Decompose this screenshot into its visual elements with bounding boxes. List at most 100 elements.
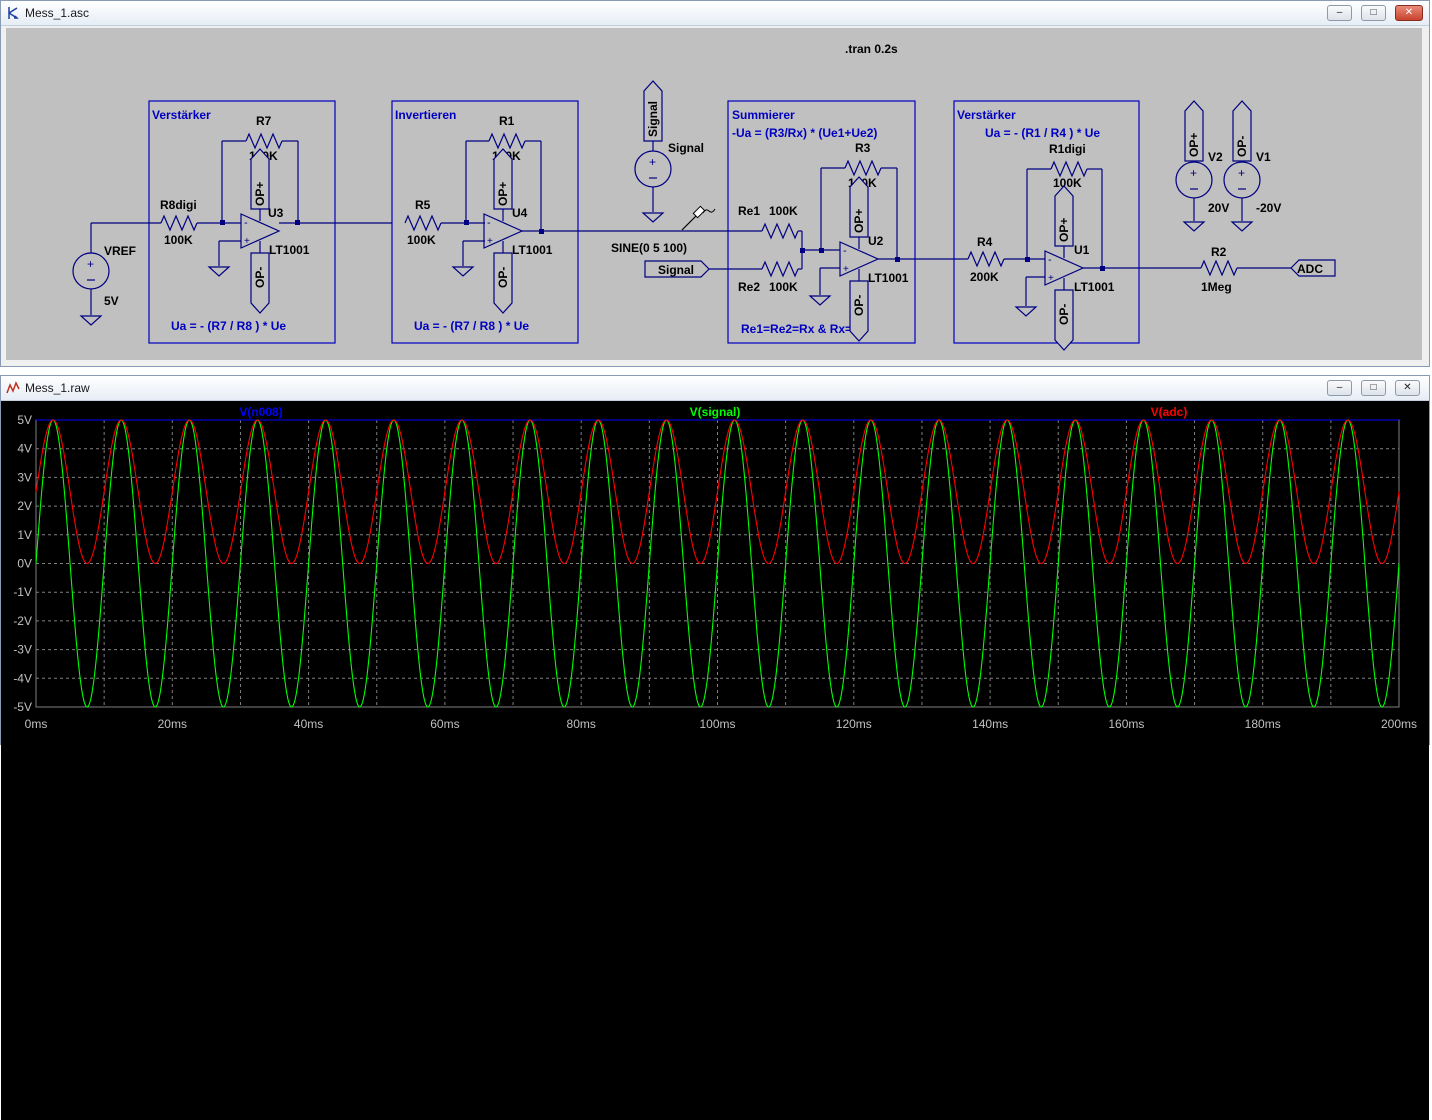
re1-value: 100K (769, 204, 798, 218)
op-minus-label: OP- (1057, 304, 1071, 325)
ground-symbol (208, 266, 230, 277)
block-verstaerker-2 (953, 100, 1140, 344)
ground-symbol (809, 295, 831, 306)
v2-flag-label: OP+ (1187, 133, 1201, 157)
minimize-button[interactable]: – (1327, 380, 1352, 396)
legend-label: V(n008) (239, 405, 282, 419)
r5-name: R5 (415, 198, 431, 212)
schematic-window[interactable]: Mess_1.asc – □ ✕ - + + (0, 0, 1430, 367)
block-formula: Ua = - (R1 / R4 ) * Ue (985, 126, 1100, 140)
v2-source[interactable] (1175, 161, 1213, 232)
junction-dot (1100, 266, 1105, 271)
x-tick-label: 60ms (430, 717, 459, 731)
schematic-drawing[interactable]: - + + (6, 28, 1422, 360)
op-plus-label: OP+ (1057, 218, 1071, 242)
close-button[interactable]: ✕ (1395, 380, 1420, 396)
r3-name: R3 (855, 141, 871, 155)
plot-titlebar[interactable]: Mess_1.raw – □ ✕ (1, 376, 1429, 401)
vref-name: VREF (104, 244, 136, 258)
r4-name: R4 (977, 235, 993, 249)
v1-flag-label: OP- (1235, 136, 1249, 157)
block-note: Re1=Re2=Rx & Rx=R3 (741, 322, 868, 336)
junction-dot (295, 220, 300, 225)
legend-label: V(signal) (690, 405, 741, 419)
series-line-vadc (35, 419, 1400, 565)
schematic-canvas[interactable]: - + + (6, 28, 1422, 360)
v1-name: V1 (1256, 150, 1271, 164)
op-plus-label: OP+ (852, 209, 866, 233)
schematic-window-title: Mess_1.asc (25, 6, 90, 20)
ground-symbol (1015, 306, 1037, 317)
block-title: Invertieren (395, 108, 456, 122)
r1digi-name: R1digi (1049, 142, 1086, 156)
block-summierer (727, 100, 916, 344)
y-tick-label: 1V (17, 528, 32, 542)
y-tick-label: -4V (13, 671, 32, 685)
op-minus-label: OP- (852, 295, 866, 316)
r8-value: 100K (164, 233, 193, 247)
x-tick-label: 20ms (158, 717, 187, 731)
x-tick-label: 100ms (699, 717, 735, 731)
stage4-wires (967, 160, 1291, 306)
signal-source[interactable] (634, 141, 672, 223)
r5-value: 100K (407, 233, 436, 247)
legend-label: V(adc) (1151, 405, 1188, 419)
block-title: Verstärker (957, 108, 1016, 122)
junction-dot (1025, 257, 1030, 262)
schematic-file-icon (8, 7, 19, 19)
signal-net-label[interactable] (644, 260, 710, 278)
r2-name: R2 (1211, 245, 1227, 259)
u3-name: U3 (268, 206, 284, 220)
v1-value: -20V (1256, 201, 1281, 215)
y-tick-label: 4V (17, 442, 32, 456)
junction-dot (819, 248, 824, 253)
v1-source[interactable] (1223, 161, 1261, 232)
u1-model: LT1001 (1074, 280, 1115, 294)
stage2-wires (404, 132, 762, 266)
probe-cursor-icon (681, 205, 716, 231)
x-tick-label: 0ms (25, 717, 48, 731)
block-title: Verstärker (152, 108, 211, 122)
junction-dot (800, 248, 805, 253)
u1-name: U1 (1074, 243, 1090, 257)
y-tick-label: 5V (17, 413, 32, 427)
block-invertieren (391, 100, 579, 344)
signal-flag-label: Signal (646, 101, 660, 137)
r4-value: 200K (970, 270, 999, 284)
junction-dot (895, 257, 900, 262)
re1-name: Re1 (738, 204, 760, 218)
y-tick-label: 2V (17, 499, 32, 513)
x-tick-label: 140ms (972, 717, 1008, 731)
r7-name: R7 (256, 114, 272, 128)
op-minus-label: OP- (496, 267, 510, 288)
u2-model: LT1001 (868, 271, 909, 285)
r1-name: R1 (499, 114, 515, 128)
x-tick-label: 80ms (567, 717, 596, 731)
minimize-button[interactable]: – (1327, 5, 1352, 21)
x-tick-label: 160ms (1108, 717, 1144, 731)
block-title: Summierer (732, 108, 795, 122)
adc-net-label-text: ADC (1297, 262, 1323, 276)
u4-model: LT1001 (512, 243, 553, 257)
maximize-button[interactable]: □ (1361, 5, 1386, 21)
u4-name: U4 (512, 206, 528, 220)
vref-source[interactable] (72, 223, 110, 326)
adc-net-label[interactable] (1290, 259, 1336, 277)
schematic-titlebar[interactable]: Mess_1.asc – □ ✕ (1, 1, 1429, 26)
op-minus-label: OP- (253, 267, 267, 288)
maximize-button[interactable]: □ (1361, 380, 1386, 396)
close-button[interactable]: ✕ (1395, 5, 1423, 21)
op-plus-label: OP+ (496, 182, 510, 206)
y-tick-label: -2V (13, 614, 32, 628)
vref-value: 5V (104, 294, 119, 308)
v2-value: 20V (1208, 201, 1229, 215)
spice-directive[interactable]: .tran 0.2s (845, 42, 898, 56)
signal-source-value: SINE(0 5 100) (611, 241, 687, 255)
waveform-file-icon (6, 381, 20, 394)
signal-source-name: Signal (668, 141, 704, 155)
y-tick-label: -5V (13, 700, 32, 714)
r2-value: 1Meg (1201, 280, 1232, 294)
